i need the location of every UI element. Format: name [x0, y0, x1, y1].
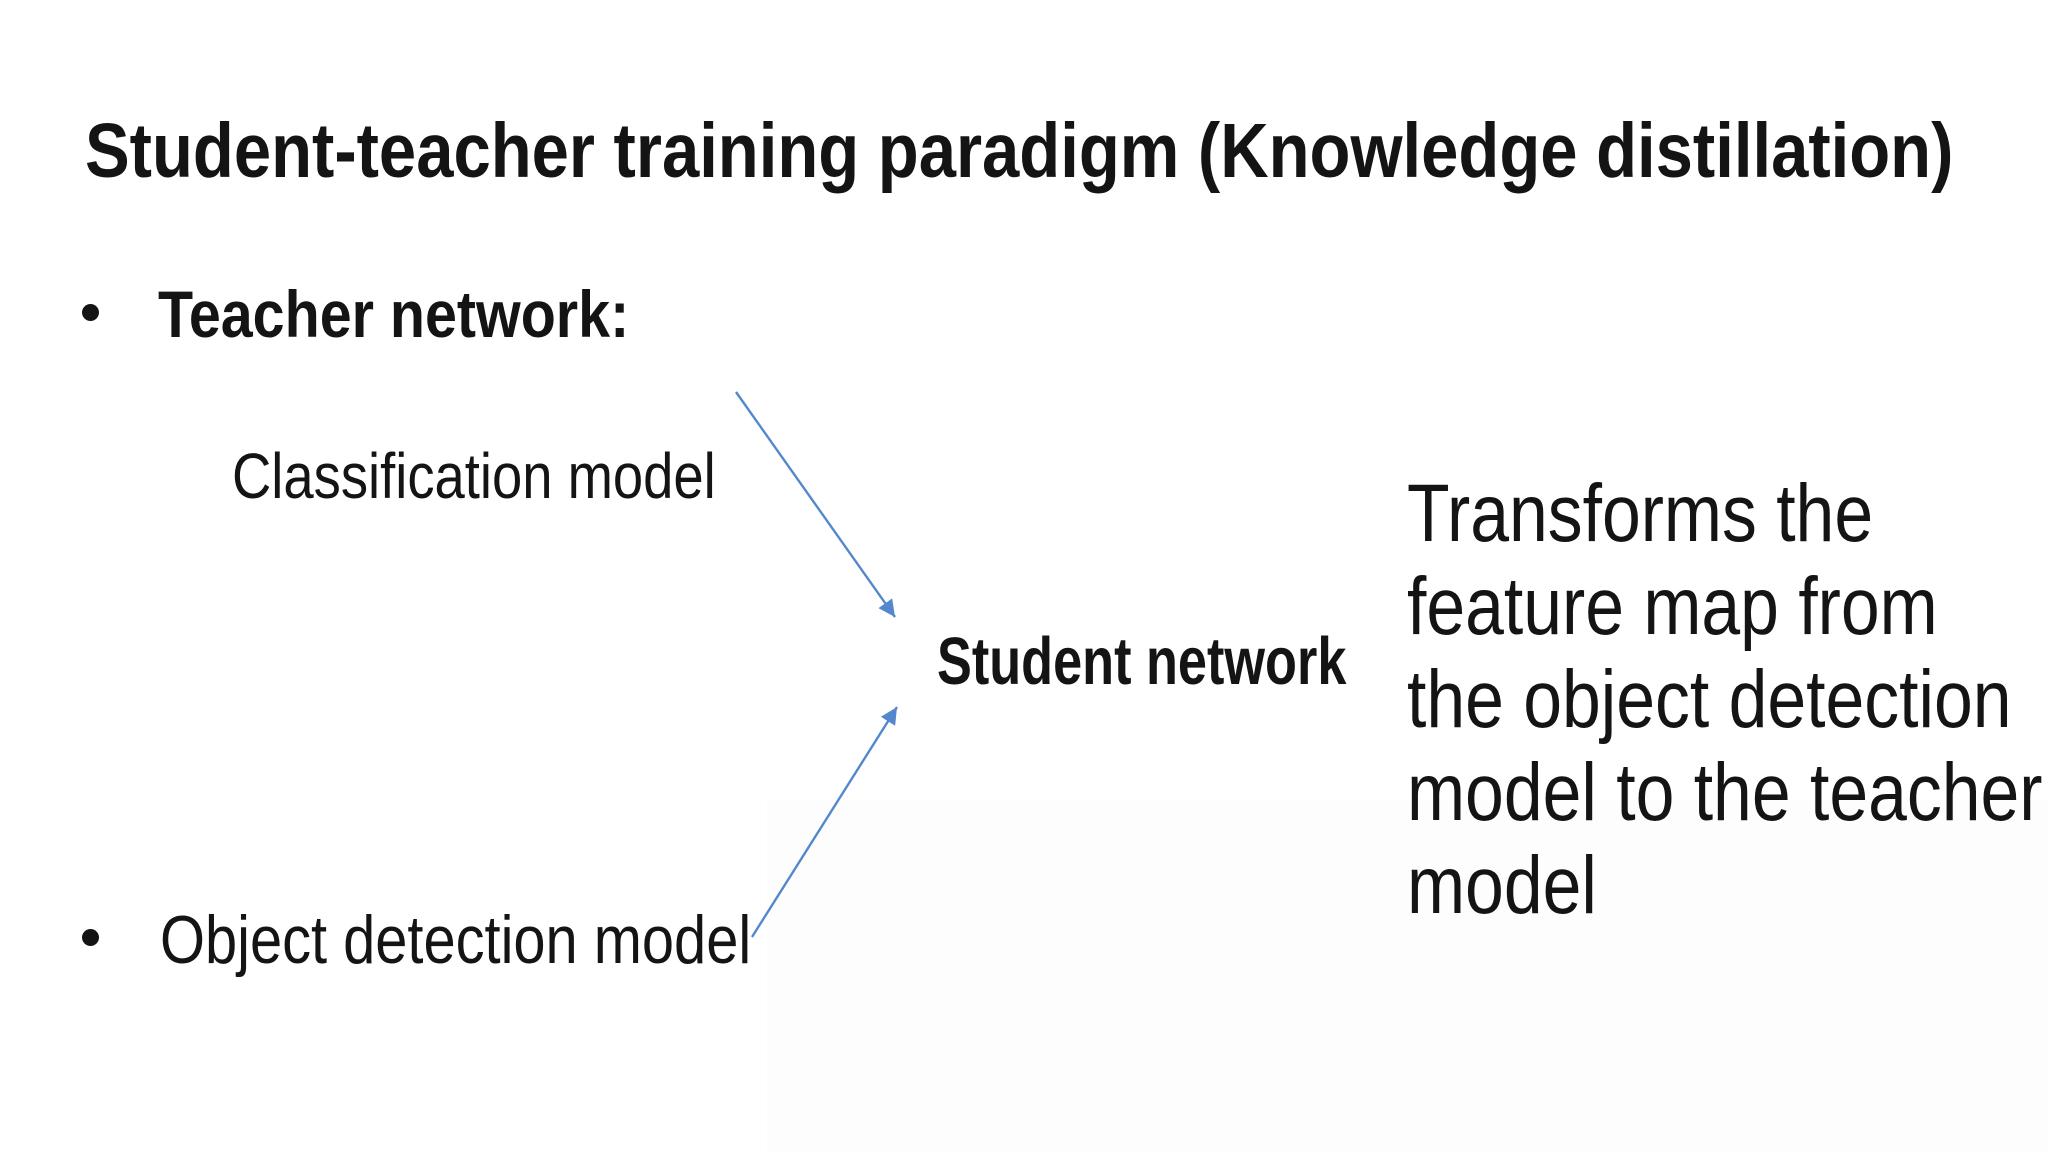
- annotation-line: model to the teacher: [1407, 747, 2043, 838]
- annotation-line: model: [1407, 840, 1597, 931]
- bullet-dot-icon: [82, 304, 99, 321]
- bullet-dot-icon: [82, 929, 99, 946]
- annotation-line: feature map from: [1407, 561, 1938, 652]
- student-network-label: Student network: [937, 624, 1347, 699]
- classification-model-label: Classification model: [232, 440, 716, 512]
- teacher-network-label: Teacher network:: [158, 277, 630, 351]
- slide-title: Student-teacher training paradigm (Knowl…: [85, 108, 1954, 194]
- object-detection-model-label: Object detection model: [160, 902, 752, 978]
- background-tint-region: [767, 800, 2048, 1152]
- annotation-line: the object detection: [1407, 654, 2012, 745]
- arrow-classification-to-student: [735, 391, 896, 618]
- annotation-line: Transforms the: [1407, 468, 1874, 559]
- annotation-text-block: Transforms the feature map from the obje…: [1407, 467, 2042, 932]
